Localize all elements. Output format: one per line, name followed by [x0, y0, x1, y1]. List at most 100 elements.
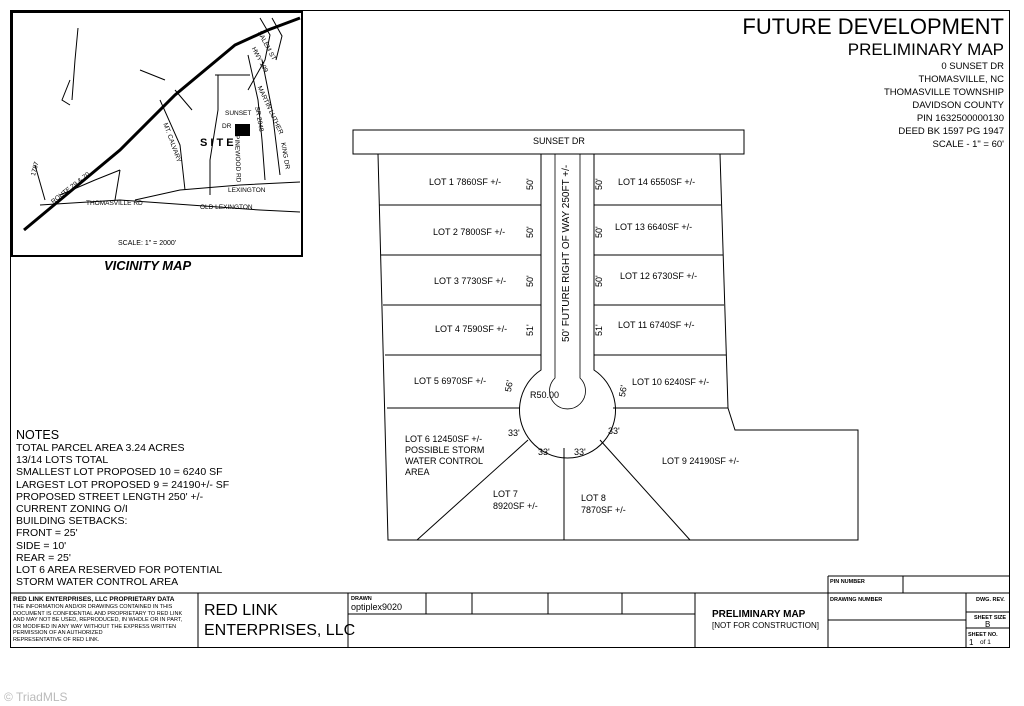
lot-10-label: LOT 10 6240SF +/- [632, 377, 710, 387]
info-township: THOMASVILLE TOWNSHIP [883, 87, 1004, 98]
sheet-no-of: of 1 [980, 639, 991, 646]
sheet-size-value: B [985, 620, 991, 629]
lot-3-label: LOT 3 7730SF +/- [434, 276, 507, 286]
road-old-lexington: OLD LEXINGTON [200, 204, 253, 211]
vicinity-scale: SCALE: 1" = 2000' [118, 240, 177, 247]
frontage-lot-7: 33' [538, 447, 550, 457]
notes-block: NOTES TOTAL PARCEL AREA 3.24 ACRES 13/14… [16, 428, 229, 588]
proprietary-line: OR MODIFIED IN ANY WAY WITHOUT THE EXPRE… [13, 623, 177, 630]
map-title: PRELIMINARY MAP [712, 609, 806, 620]
sunset-dr-band [352, 129, 745, 155]
note-line: STORM WATER CONTROL AREA [16, 576, 179, 589]
vicinity-roads [23, 16, 301, 232]
lot-6-line1: LOT 6 12450SF +/- [405, 434, 483, 444]
drawing-title: FUTURE DEVELOPMENT PRELIMINARY MAP [742, 14, 1004, 60]
vicinity-site-label: S I T E [200, 137, 234, 149]
note-line: SMALLEST LOT PROPOSED 10 = 6240 SF [16, 466, 223, 479]
right-of-way-label: 50' FUTURE RIGHT OF WAY 250FT +/- [561, 164, 572, 342]
frontage-lot-12: 50' [594, 275, 604, 287]
drawing-sheet-border [10, 10, 1010, 648]
drawn-value: optiplex9020 [351, 602, 403, 612]
title-line2: PRELIMINARY MAP [847, 40, 1004, 59]
title-line1: FUTURE DEVELOPMENT [742, 14, 1004, 39]
sheet-no-value: 1 [969, 638, 974, 647]
road-sunset-dr: DR [222, 123, 232, 130]
lot-13-label: LOT 13 6640SF +/- [615, 222, 693, 232]
frontage-lot-6: 33' [508, 428, 520, 438]
vicinity-map-caption: VICINITY MAP [104, 258, 192, 273]
company-line2: ENTERPRISES, LLC [204, 622, 356, 639]
sheet-no-label: SHEET NO. [968, 632, 998, 638]
route-29-70-road [23, 16, 301, 232]
frontage-lot-3: 50' [525, 275, 535, 287]
proprietary-line: AND MAY NOT BE USED, REPRODUCED, IN WHOL… [13, 617, 183, 623]
info-deed: DEED BK 1597 PG 1947 [898, 126, 1004, 137]
plat-drawing [352, 129, 859, 541]
frontage-lot-14: 50' [594, 178, 604, 190]
frontage-lot-5: 56' [503, 379, 515, 393]
lot-8-line2: 7870SF +/- [581, 505, 626, 515]
info-city: THOMASVILLE, NC [918, 74, 1004, 85]
frontage-lot-1: 50' [525, 178, 535, 190]
pin-number-label: PIN NUMBER [830, 579, 865, 585]
lot-6-line4: AREA [405, 467, 430, 477]
note-line: LARGEST LOT PROPOSED 9 = 24190+/- SF [16, 478, 230, 491]
lot-8-label: LOT 8 7870SF +/- [581, 492, 626, 516]
title-block-lines [10, 575, 1010, 648]
note-line: REAR = 25' [16, 551, 71, 564]
proprietary-text: THE INFORMATION AND/OR DRAWINGS CONTAINE… [13, 604, 182, 643]
lot-7-line1: LOT 7 [493, 489, 518, 499]
lot-12-label: LOT 12 6730SF +/- [620, 271, 698, 281]
company-name: RED LINK ENTERPRISES, LLC [204, 601, 355, 641]
note-line: TOTAL PARCEL AREA 3.24 ACRES [16, 442, 185, 454]
road-thomasville-rd: THOMASVILLE RD [86, 200, 143, 207]
lot-4-label: LOT 4 7590SF +/- [435, 324, 508, 334]
lot-9-label: LOT 9 24190SF +/- [662, 456, 740, 466]
lot-11-label: LOT 11 6740SF +/- [618, 320, 695, 330]
parcel-boundary [377, 153, 859, 541]
lot-6-line3: WATER CONTROL [405, 456, 483, 466]
lot-2-label: LOT 2 7800SF +/- [433, 227, 506, 237]
lot-7-label: LOT 7 8920SF +/- [493, 488, 538, 512]
company-line1: RED LINK [204, 602, 278, 619]
lot-6-line2: POSSIBLE STORM [405, 445, 485, 455]
proprietary-line: PERMISSION OF AN AUTHORIZED [13, 630, 103, 636]
note-line: FRONT = 25' [16, 527, 78, 540]
lot-7-line2: 8920SF +/- [493, 501, 538, 511]
lot-1-label: LOT 1 7860SF +/- [429, 177, 502, 187]
info-county: DAVIDSON COUNTY [912, 100, 1004, 111]
map-subtitle: [NOT FOR CONSTRUCTION] [712, 621, 819, 630]
lot-8-line1: LOT 8 [581, 493, 606, 503]
drawn-label: DRAWN [351, 596, 372, 602]
frontage-lot-11: 51' [594, 324, 604, 336]
road-lexington: LEXINGTON [228, 187, 266, 194]
note-line: BUILDING SETBACKS: [16, 515, 128, 528]
proprietary-heading: RED LINK ENTERPRISES, LLC PROPRIETARY DA… [13, 596, 175, 603]
right-of-way-outer [519, 154, 616, 459]
info-pin: PIN 1632500000130 [916, 113, 1004, 124]
frontage-lot-2: 50' [525, 226, 535, 238]
lot-6-label: LOT 6 12450SF +/- POSSIBLE STORM WATER C… [405, 434, 484, 478]
proprietary-line: DOCUMENT IS CONFIDENTIAL AND PROPRIETARY… [13, 610, 183, 617]
info-address: 0 SUNSET DR [941, 61, 1004, 72]
frontage-lot-13: 50' [594, 226, 604, 238]
dwg-rev-label: DWG. REV. [976, 597, 1005, 603]
street-label: SUNSET DR [533, 136, 585, 146]
radius-label: R50.00 [530, 390, 560, 400]
note-line: CURRENT ZONING O/I [16, 503, 128, 516]
note-line: LOT 6 AREA RESERVED FOR POTENTIAL [16, 564, 223, 577]
property-info: 0 SUNSET DR THOMASVILLE, NC THOMASVILLE … [884, 60, 1004, 151]
road-sunset: SUNSET [225, 110, 252, 117]
watermark: © TriadMLS [4, 690, 68, 704]
note-line: SIDE = 10' [16, 539, 67, 552]
frontage-lot-4: 51' [525, 324, 535, 336]
notes-heading: NOTES [16, 428, 60, 442]
drawing-number-label: DRAWING NUMBER [830, 597, 883, 603]
frontage-lot-8: 33' [574, 447, 586, 457]
info-scale: SCALE - 1" = 60' [932, 139, 1004, 150]
lot-14-label: LOT 14 6550SF +/- [618, 177, 696, 187]
proprietary-line: THE INFORMATION AND/OR DRAWINGS CONTAINE… [13, 604, 173, 610]
site-marker [235, 124, 250, 136]
note-line: 13/14 LOTS TOTAL [16, 454, 109, 467]
